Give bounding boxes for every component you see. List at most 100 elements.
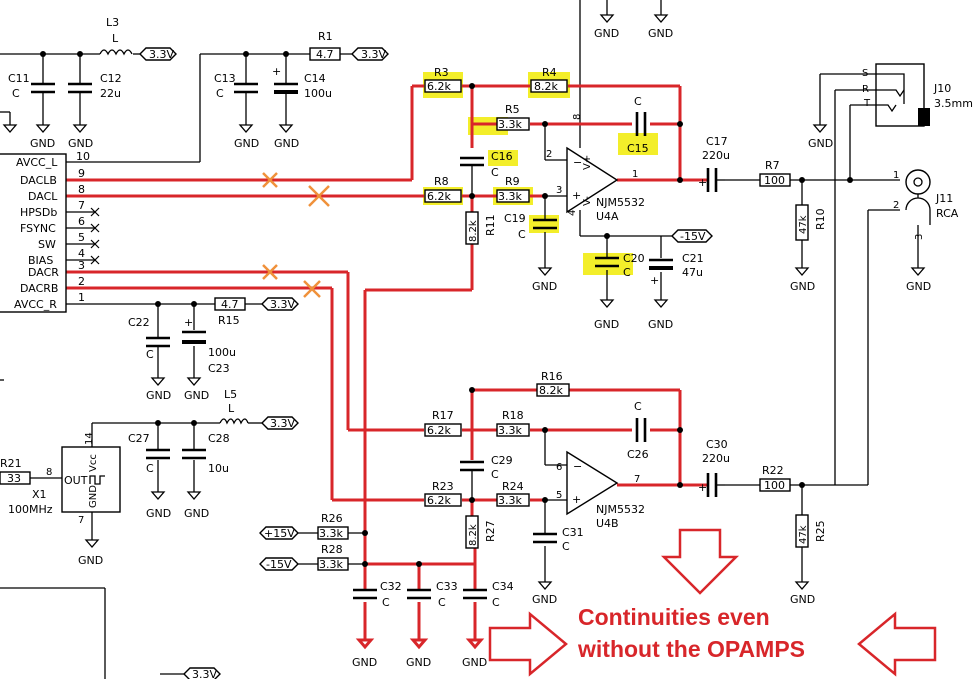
svg-text:C33: C33 [436, 580, 458, 593]
pin-number: 5 [78, 231, 85, 244]
svg-text:GND: GND [406, 656, 431, 669]
svg-text:C: C [491, 166, 499, 179]
resistor-r9: R9 3.3k [496, 175, 530, 203]
svg-text:+: + [184, 316, 193, 329]
svg-text:GND: GND [274, 137, 299, 150]
svg-text:GND: GND [648, 318, 673, 331]
jack-j10: S R T J10 3.5mm [862, 63, 973, 127]
power-label-3v3: 3.3V [139, 47, 177, 61]
svg-text:R18: R18 [502, 409, 524, 422]
resistor-r10: 47k R10 [795, 204, 827, 241]
svg-text:C: C [146, 348, 154, 361]
svg-text:V-: V- [582, 196, 593, 206]
svg-text:C: C [634, 95, 642, 108]
svg-text:C13: C13 [214, 72, 236, 85]
svg-text:R: R [862, 84, 869, 95]
svg-text:R16: R16 [541, 370, 563, 383]
svg-text:Continuities even: Continuities even [578, 604, 770, 630]
oscillator-x1: OUT Vcc GND 14 8 7 X1 100MHz [8, 432, 121, 526]
svg-text:GND: GND [78, 554, 103, 567]
junction-dots [40, 51, 853, 567]
pin-number: 6 [78, 215, 85, 228]
svg-text:3.3k: 3.3k [319, 527, 343, 540]
pin-number: 8 [78, 183, 85, 196]
svg-text:C: C [216, 87, 224, 100]
break-marks [262, 172, 330, 298]
pin-name: HPSDb [20, 206, 57, 219]
inductor-l5: L5 L [219, 388, 249, 425]
svg-text:6.2k: 6.2k [427, 424, 451, 437]
svg-text:2: 2 [893, 200, 899, 211]
svg-text:U4B: U4B [596, 517, 619, 530]
svg-text:100: 100 [764, 479, 785, 492]
svg-text:C22: C22 [128, 316, 150, 329]
svg-text:3.3V: 3.3V [270, 298, 295, 311]
svg-text:R10: R10 [814, 208, 827, 230]
svg-text:220u: 220u [702, 452, 730, 465]
svg-text:GND: GND [30, 137, 55, 150]
svg-text:8.2k: 8.2k [468, 524, 479, 546]
pin-number: 9 [78, 167, 85, 180]
svg-text:R22: R22 [762, 464, 784, 477]
svg-text:+: + [272, 65, 281, 78]
svg-text:6.2k: 6.2k [427, 190, 451, 203]
power-label-minus15v: -15V [259, 557, 299, 571]
svg-text:2: 2 [546, 149, 552, 160]
svg-text:−: − [573, 156, 582, 169]
pin-name: FSYNC [20, 222, 56, 235]
svg-text:7: 7 [78, 515, 84, 526]
svg-text:C21: C21 [682, 252, 704, 265]
svg-text:3.3V: 3.3V [192, 668, 217, 679]
svg-text:R15: R15 [218, 314, 240, 327]
svg-text:J11: J11 [935, 192, 953, 205]
svg-text:4.7: 4.7 [316, 48, 334, 61]
pin-name: DACRB [20, 282, 58, 295]
svg-text:R17: R17 [432, 409, 454, 422]
svg-text:GND: GND [184, 507, 209, 520]
power-labels: 3.3V 3.3V 3.3V 3.3V 3.3V -15V +15V -15V [139, 47, 713, 679]
svg-text:C: C [634, 400, 642, 413]
svg-text:J10: J10 [933, 82, 951, 95]
svg-text:C28: C28 [208, 432, 230, 445]
svg-text:+15V: +15V [264, 527, 295, 540]
svg-text:R11: R11 [484, 214, 497, 236]
red-nets [66, 84, 708, 640]
svg-text:C: C [438, 596, 446, 609]
svg-text:GND: GND [352, 656, 377, 669]
svg-text:220u: 220u [702, 149, 730, 162]
pin-number: 1 [78, 291, 85, 304]
svg-text:−: − [573, 460, 582, 473]
svg-text:3.3k: 3.3k [498, 494, 522, 507]
svg-text:X1: X1 [32, 488, 47, 501]
svg-text:GND: GND [808, 137, 833, 150]
arrow-left-icon [857, 611, 937, 677]
svg-text:R21: R21 [0, 457, 22, 470]
svg-text:R8: R8 [434, 175, 449, 188]
svg-text:C29: C29 [491, 454, 513, 467]
svg-text:R9: R9 [505, 175, 520, 188]
svg-text:7: 7 [634, 474, 640, 485]
svg-text:R27: R27 [484, 520, 497, 542]
svg-text:-15V: -15V [680, 230, 706, 243]
resistor-r8: R8 6.2k [424, 175, 462, 203]
svg-text:3.3k: 3.3k [498, 118, 522, 131]
svg-text:C31: C31 [562, 526, 584, 539]
svg-text:3.3k: 3.3k [498, 190, 522, 203]
svg-text:10u: 10u [208, 462, 229, 475]
svg-text:R28: R28 [321, 543, 343, 556]
svg-text:C: C [382, 596, 390, 609]
svg-text:C17: C17 [706, 135, 728, 148]
svg-text:NJM5532: NJM5532 [596, 503, 645, 516]
svg-text:C32: C32 [380, 580, 402, 593]
pin-name: DACLB [20, 174, 57, 187]
